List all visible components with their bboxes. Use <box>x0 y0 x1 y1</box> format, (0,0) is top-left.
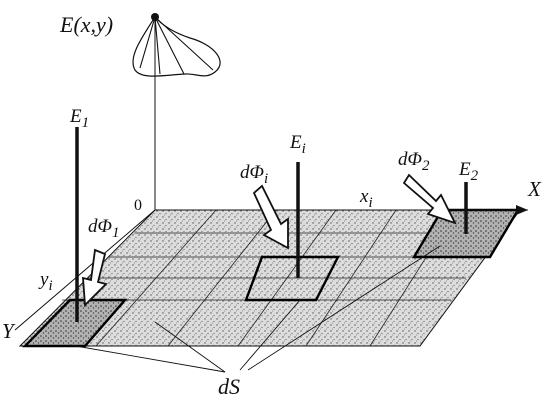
label-xi-main: x <box>359 186 369 207</box>
label-axis-x: X <box>527 177 542 201</box>
indicatrix-curve <box>132 16 221 77</box>
label-E2: E2 <box>458 159 479 184</box>
label-dPhi1-main: dΦ <box>88 216 112 237</box>
label-dPhi1-sub: 1 <box>112 225 120 241</box>
arrow-dPhi2 <box>402 173 457 225</box>
arrow-dPhii <box>252 184 289 250</box>
y-axis-line <box>14 209 156 331</box>
label-dS: dS <box>218 374 240 399</box>
indicatrix <box>132 13 221 77</box>
label-yi-sub: i <box>48 278 52 294</box>
label-xi: xi <box>359 186 373 211</box>
label-Ei: Ei <box>289 132 306 157</box>
label-E2-sub: 2 <box>471 168 479 184</box>
label-yi-main: y <box>38 269 49 290</box>
label-dPhi2-sub: 2 <box>422 158 430 174</box>
indicatrix-origin-dot <box>151 13 159 21</box>
label-dPhii: dΦi <box>240 162 268 187</box>
label-dPhii-main: dΦ <box>240 162 264 183</box>
label-E1: E1 <box>69 106 89 131</box>
label-dPhi1: dΦ1 <box>88 216 119 241</box>
cell-dS-i <box>244 255 340 302</box>
label-E2-main: E <box>458 159 471 180</box>
dS-pointer-lines <box>69 245 441 373</box>
label-E1-sub: 1 <box>82 115 90 131</box>
label-yi: yi <box>38 269 53 294</box>
x-axis-arrowhead <box>516 205 528 215</box>
arrow-dPhi1 <box>82 248 108 308</box>
label-E1-main: E <box>69 106 82 127</box>
label-E-function: E(x,y) <box>59 12 113 37</box>
label-dPhi2-main: dΦ <box>398 149 422 170</box>
indicatrix-rays <box>139 16 214 75</box>
label-Ei-sub: i <box>302 141 306 157</box>
label-axis-y: Y <box>2 319 16 343</box>
label-xi-sub: i <box>368 195 372 211</box>
label-origin: 0 <box>134 197 142 214</box>
cell-dS-1 <box>22 298 128 348</box>
label-Ei-main: E <box>289 132 302 153</box>
label-dPhii-sub: i <box>264 171 268 187</box>
label-dPhi2: dΦ2 <box>398 149 430 174</box>
